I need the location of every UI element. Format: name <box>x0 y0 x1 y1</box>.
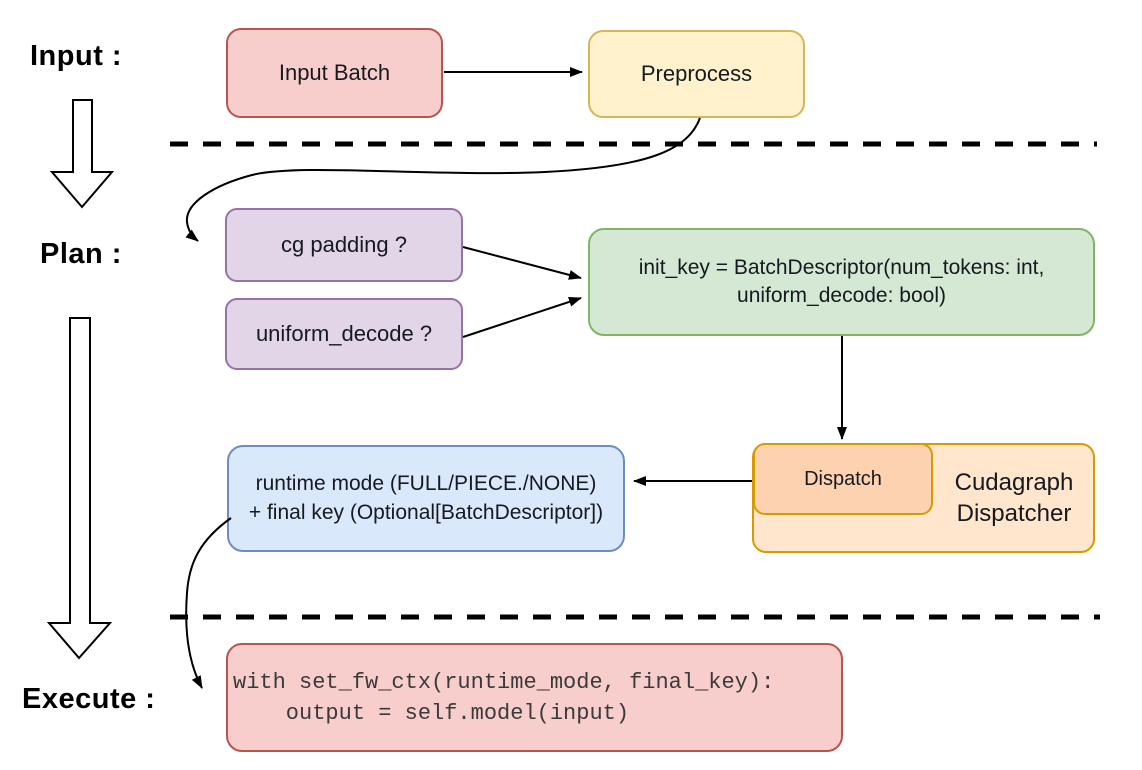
dispatch-node: Dispatch <box>753 443 933 515</box>
input-flow-arrow-icon <box>49 99 115 209</box>
init-key-node: init_key = BatchDescriptor(num_tokens: i… <box>588 228 1095 336</box>
execute-code-line2: output = self.model(input) <box>233 700 630 726</box>
runtime-mode-line1: runtime mode (FULL/PIECE./NONE) <box>255 472 597 496</box>
connector-uniformdecode-initkey <box>462 297 582 338</box>
init-key-line1: init_key = BatchDescriptor(num_tokens: i… <box>638 255 1045 279</box>
runtime-mode-node: runtime mode (FULL/PIECE./NONE) + final … <box>227 445 625 552</box>
cudagraph-label-line2: Dispatcher <box>956 500 1072 527</box>
preprocess-node: Preprocess <box>588 30 805 118</box>
input-section-label: Input : <box>30 40 123 72</box>
execute-code-node: with set_fw_ctx(runtime_mode, final_key)… <box>226 643 843 752</box>
input-batch-label: Input Batch <box>278 60 391 86</box>
init-key-line2: uniform_decode: bool) <box>737 284 946 307</box>
cg-padding-node: cg padding ? <box>225 208 463 282</box>
cudagraph-label-line1: Cudagraph <box>954 468 1074 496</box>
cudagraph-dispatcher-label: Cudagraph Dispatcher <box>933 455 1095 541</box>
connector-runtimemode-executecode <box>185 517 232 689</box>
plan-flow-arrow-icon <box>46 317 113 660</box>
input-batch-node: Input Batch <box>226 28 443 118</box>
uniform-decode-node: uniform_decode ? <box>225 298 463 370</box>
execute-section-label: Execute : <box>22 683 156 715</box>
runtime-mode-line2: + final key (Optional[BatchDescriptor]) <box>248 500 604 524</box>
cg-padding-label: cg padding ? <box>281 232 407 258</box>
preprocess-label: Preprocess <box>640 61 753 87</box>
uniform-decode-label: uniform_decode ? <box>255 321 433 347</box>
plan-section-label: Plan : <box>40 238 122 270</box>
connector-cgpadding-initkey <box>462 246 582 280</box>
execute-code-line1: with set_fw_ctx(runtime_mode, final_key)… <box>233 669 775 695</box>
dispatch-label: Dispatch <box>804 467 882 490</box>
